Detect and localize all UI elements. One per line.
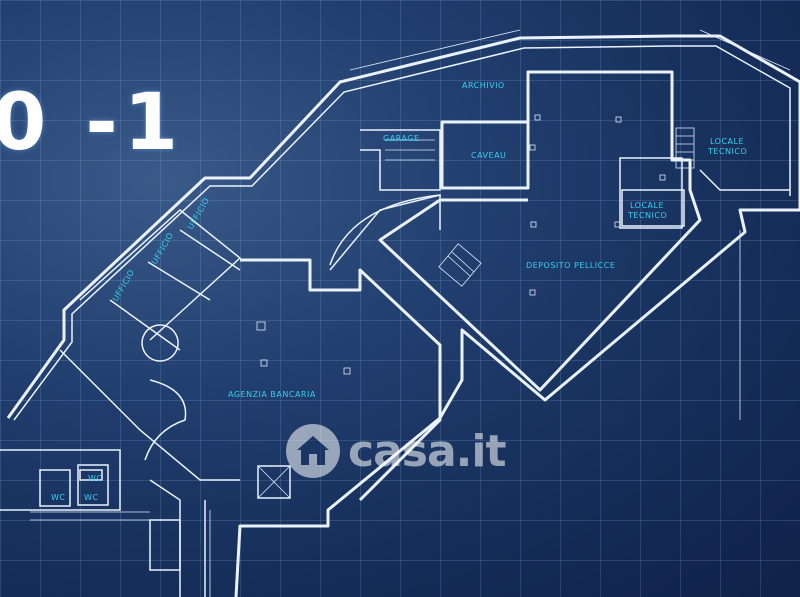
outer-wall-inner (13, 45, 791, 421)
room-garage: GARAGE (383, 134, 420, 143)
room-ufficio-3: UFFICIO (111, 268, 136, 303)
room-locale-tecnico-1-line2: TECNICO (707, 147, 747, 156)
room-deposito-pellicce: DEPOSITO PELLICCE (526, 261, 615, 270)
room-locale-tecnico-1-line1: LOCALE (710, 137, 744, 146)
watermark-text: casa.it (348, 425, 506, 477)
level-label: 0 -1 (0, 78, 185, 168)
columns (256, 114, 666, 375)
casa-it-watermark: casa.it (284, 422, 506, 480)
room-locale-tecnico-2-line1: LOCALE (630, 201, 664, 210)
room-ufficio-2: UFFICIO (150, 231, 175, 266)
office-wall (79, 209, 242, 341)
room-archivio: ARCHIVIO (462, 81, 505, 90)
casa-logo-icon (286, 424, 340, 478)
room-wc-3: WC (88, 474, 103, 483)
room-locale-tecnico-2-line2: TECNICO (627, 211, 667, 220)
room-agenzia-bancaria: AGENZIA BANCARIA (228, 390, 316, 399)
room-wc-2: WC (84, 493, 99, 502)
room-wc-1: WC (51, 493, 66, 502)
outer-wall (6, 34, 800, 597)
room-caveau: CAVEAU (471, 151, 506, 160)
